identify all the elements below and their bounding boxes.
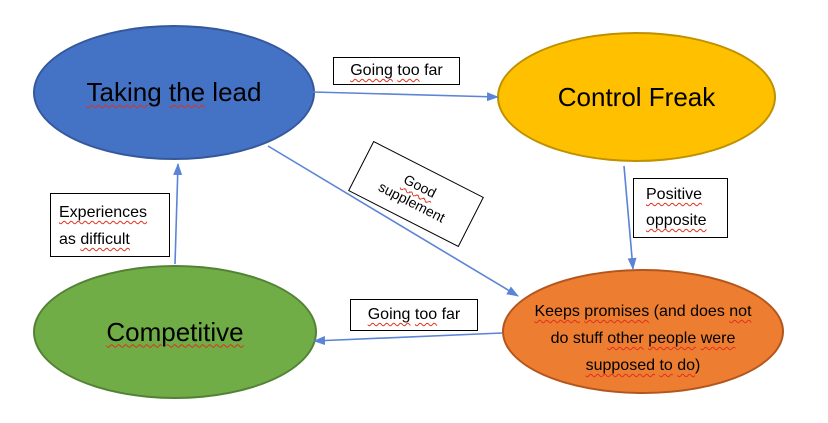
misspelled-word: Going	[350, 62, 393, 79]
arrow-competitive-to-taking	[173, 163, 183, 265]
text-segment: as	[59, 231, 81, 248]
text-line: Going too far	[350, 62, 443, 80]
text-line: opposite	[646, 208, 727, 234]
text-segment: far	[437, 306, 461, 323]
text-line: Experiences	[59, 199, 169, 226]
misspelled-word: Experiences	[59, 204, 148, 221]
misspelled-word: Competitive	[106, 316, 244, 347]
misspelled-word: too	[414, 306, 438, 323]
misspelled-word: Positive	[646, 186, 703, 203]
arrow-control-to-keeps	[623, 165, 637, 270]
text-line: supposed to do)	[586, 352, 701, 379]
misspelled-word: not	[729, 303, 752, 320]
text-line: Control Freak	[558, 82, 716, 113]
misspelled-word: to	[659, 357, 673, 374]
text-line: do stuff other people were	[551, 325, 736, 352]
edge-label-experiences-as-difficult: Experiences as difficult	[50, 193, 170, 257]
text-line: Competitive	[106, 317, 243, 348]
misspelled-word: promises	[584, 303, 650, 320]
misspelled-word: do	[677, 357, 696, 374]
text-line: Keeps promises (and does not	[534, 298, 751, 325]
edge-label-going-too-far-top: Going too far	[333, 57, 460, 85]
misspelled-word: Going	[367, 306, 411, 323]
arrow-keeps-to-competitive	[313, 332, 503, 346]
node-competitive: Competitive	[33, 265, 317, 399]
text-segment: (and does	[649, 303, 730, 320]
text-line: Positive	[646, 182, 727, 208]
arrow-taking-to-keeps	[267, 145, 519, 297]
arrow-taking-to-control	[312, 91, 499, 102]
edge-label-positive-opposite: Positive opposite	[633, 178, 728, 238]
misspelled-word: Keeps	[534, 303, 580, 320]
misspelled-word: Taking	[86, 77, 162, 107]
misspelled-word: the	[168, 77, 206, 107]
text-line: Going too far	[368, 306, 461, 324]
misspelled-word: supposed	[585, 357, 655, 374]
text-line: as difficult	[59, 226, 169, 253]
misspelled-word: other	[607, 330, 644, 347]
text-segment: lead	[205, 77, 262, 107]
misspelled-word: people	[648, 330, 697, 347]
misspelled-word: were	[700, 330, 736, 347]
node-taking-the-lead: Taking the lead	[33, 25, 315, 160]
edge-label-going-too-far-bottom: Going too far	[350, 299, 478, 331]
misspelled-word: too	[397, 62, 420, 79]
text-segment: Control Freak	[557, 81, 716, 112]
text-segment: far	[419, 62, 443, 79]
misspelled-word: opposite	[646, 212, 707, 229]
text-segment: )	[695, 357, 701, 374]
text-line: Taking the lead	[87, 77, 262, 108]
misspelled-word: difficult	[80, 231, 130, 248]
text-segment: do stuff	[550, 330, 608, 347]
